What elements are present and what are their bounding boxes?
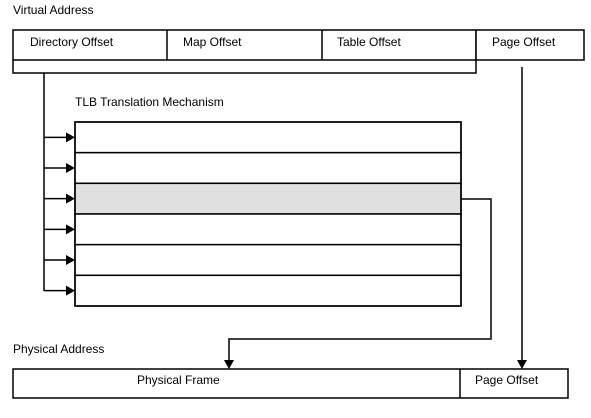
pa-field-page-offset: Page Offset — [475, 373, 539, 387]
va-page-offset-box — [475, 29, 585, 61]
tlb-entry-arrows — [44, 132, 75, 296]
physical-address-title: Physical Address — [13, 342, 104, 356]
tlb-entry-arrowhead — [66, 255, 75, 265]
tlb-entry-arrowhead — [66, 132, 75, 143]
va-combined-bracket — [12, 60, 477, 74]
tlb-entry-row — [74, 121, 462, 154]
tlb-table-outline — [74, 121, 462, 307]
page-offset-arrowhead — [517, 360, 527, 369]
virtual-address-title: Virtual Address — [13, 3, 94, 17]
tlb-entry-row — [74, 151, 462, 185]
tlb-entry-arrowhead — [66, 224, 75, 235]
physical-address-bar: Physical Frame Page Offset — [12, 368, 569, 399]
tlb-entry-row — [74, 274, 462, 307]
virtual-address-bar: Directory Offset Map Offset Table Offset… — [12, 29, 585, 61]
tlb-table — [74, 121, 462, 307]
tlb-title: TLB Translation Mechanism — [75, 95, 224, 109]
va-field-map-offset: Map Offset — [183, 35, 242, 49]
tlb-entry-row — [74, 182, 462, 215]
physical-frame-connector — [228, 198, 492, 364]
pa-field-physical-frame: Physical Frame — [137, 373, 220, 387]
va-field-page-offset: Page Offset — [492, 35, 556, 49]
tlb-entry-arrowhead — [66, 193, 75, 204]
va-field-directory-offset: Directory Offset — [30, 35, 114, 49]
tlb-entry-arrowhead — [66, 163, 75, 173]
physical-frame-arrowhead — [224, 360, 234, 369]
tlb-entry-row — [74, 243, 462, 277]
va-fields-outline — [12, 29, 477, 61]
pa-outline — [12, 368, 569, 399]
tlb-entry-arrowhead — [66, 285, 75, 296]
va-field-table-offset: Table Offset — [337, 35, 401, 49]
tlb-entry-row — [74, 213, 462, 246]
